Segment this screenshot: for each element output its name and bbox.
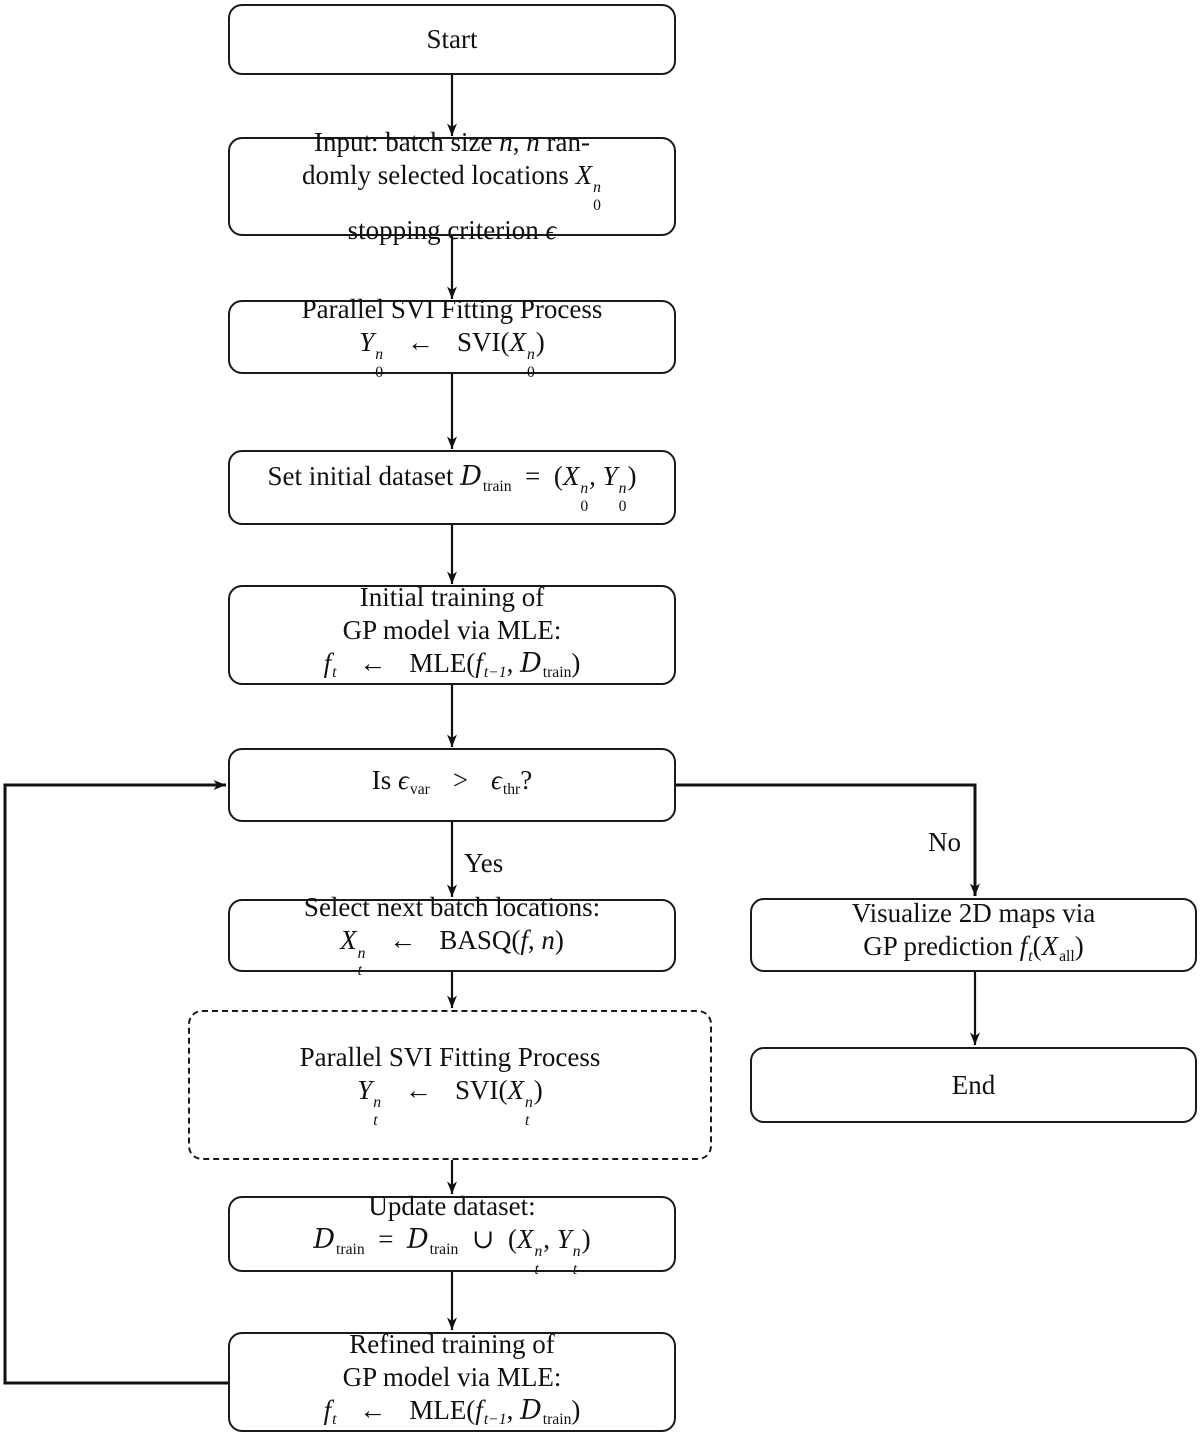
- text-line: stopping criterion ϵ: [347, 215, 557, 246]
- text-line: Update dataset:: [368, 1190, 536, 1221]
- text-line: Input: batch size n, n ran-: [314, 126, 590, 157]
- text-line: GP model via MLE:: [342, 614, 562, 645]
- edge-decision-visualize-no: [676, 783, 980, 896]
- text-line: ft←MLE(ft−1, Dtrain): [323, 1394, 581, 1429]
- text-line: Visualize 2D maps via: [851, 898, 1096, 929]
- text-line: End: [951, 1069, 996, 1100]
- node-end: End: [750, 1047, 1197, 1123]
- text-line: GP model via MLE:: [342, 1361, 562, 1392]
- edge-label-yes: Yes: [464, 848, 504, 878]
- node-input: Input: batch size n, n ran-domly selecte…: [228, 127, 676, 245]
- edge-label-no: No: [928, 827, 961, 857]
- text-line: Initial training of: [359, 581, 545, 612]
- text-line: Select next batch locations:: [303, 892, 601, 923]
- text-line: Start: [426, 24, 478, 54]
- text-line: ft←MLE(ft−1, Dtrain): [323, 647, 581, 682]
- text-line: GP prediction ft(Xall): [863, 931, 1084, 965]
- text-line: Refined training of: [349, 1328, 555, 1359]
- edge-refined-decision-loop: [3, 780, 228, 1385]
- text-line: Is ϵvar>ϵthr?: [371, 764, 533, 799]
- text-line: Parallel SVI Fitting Process: [301, 293, 603, 324]
- text-line: Parallel SVI Fitting Process: [299, 1041, 601, 1072]
- node-start: Start: [228, 4, 676, 75]
- node-decision-epsilon: Is ϵvar>ϵthr?: [228, 748, 676, 822]
